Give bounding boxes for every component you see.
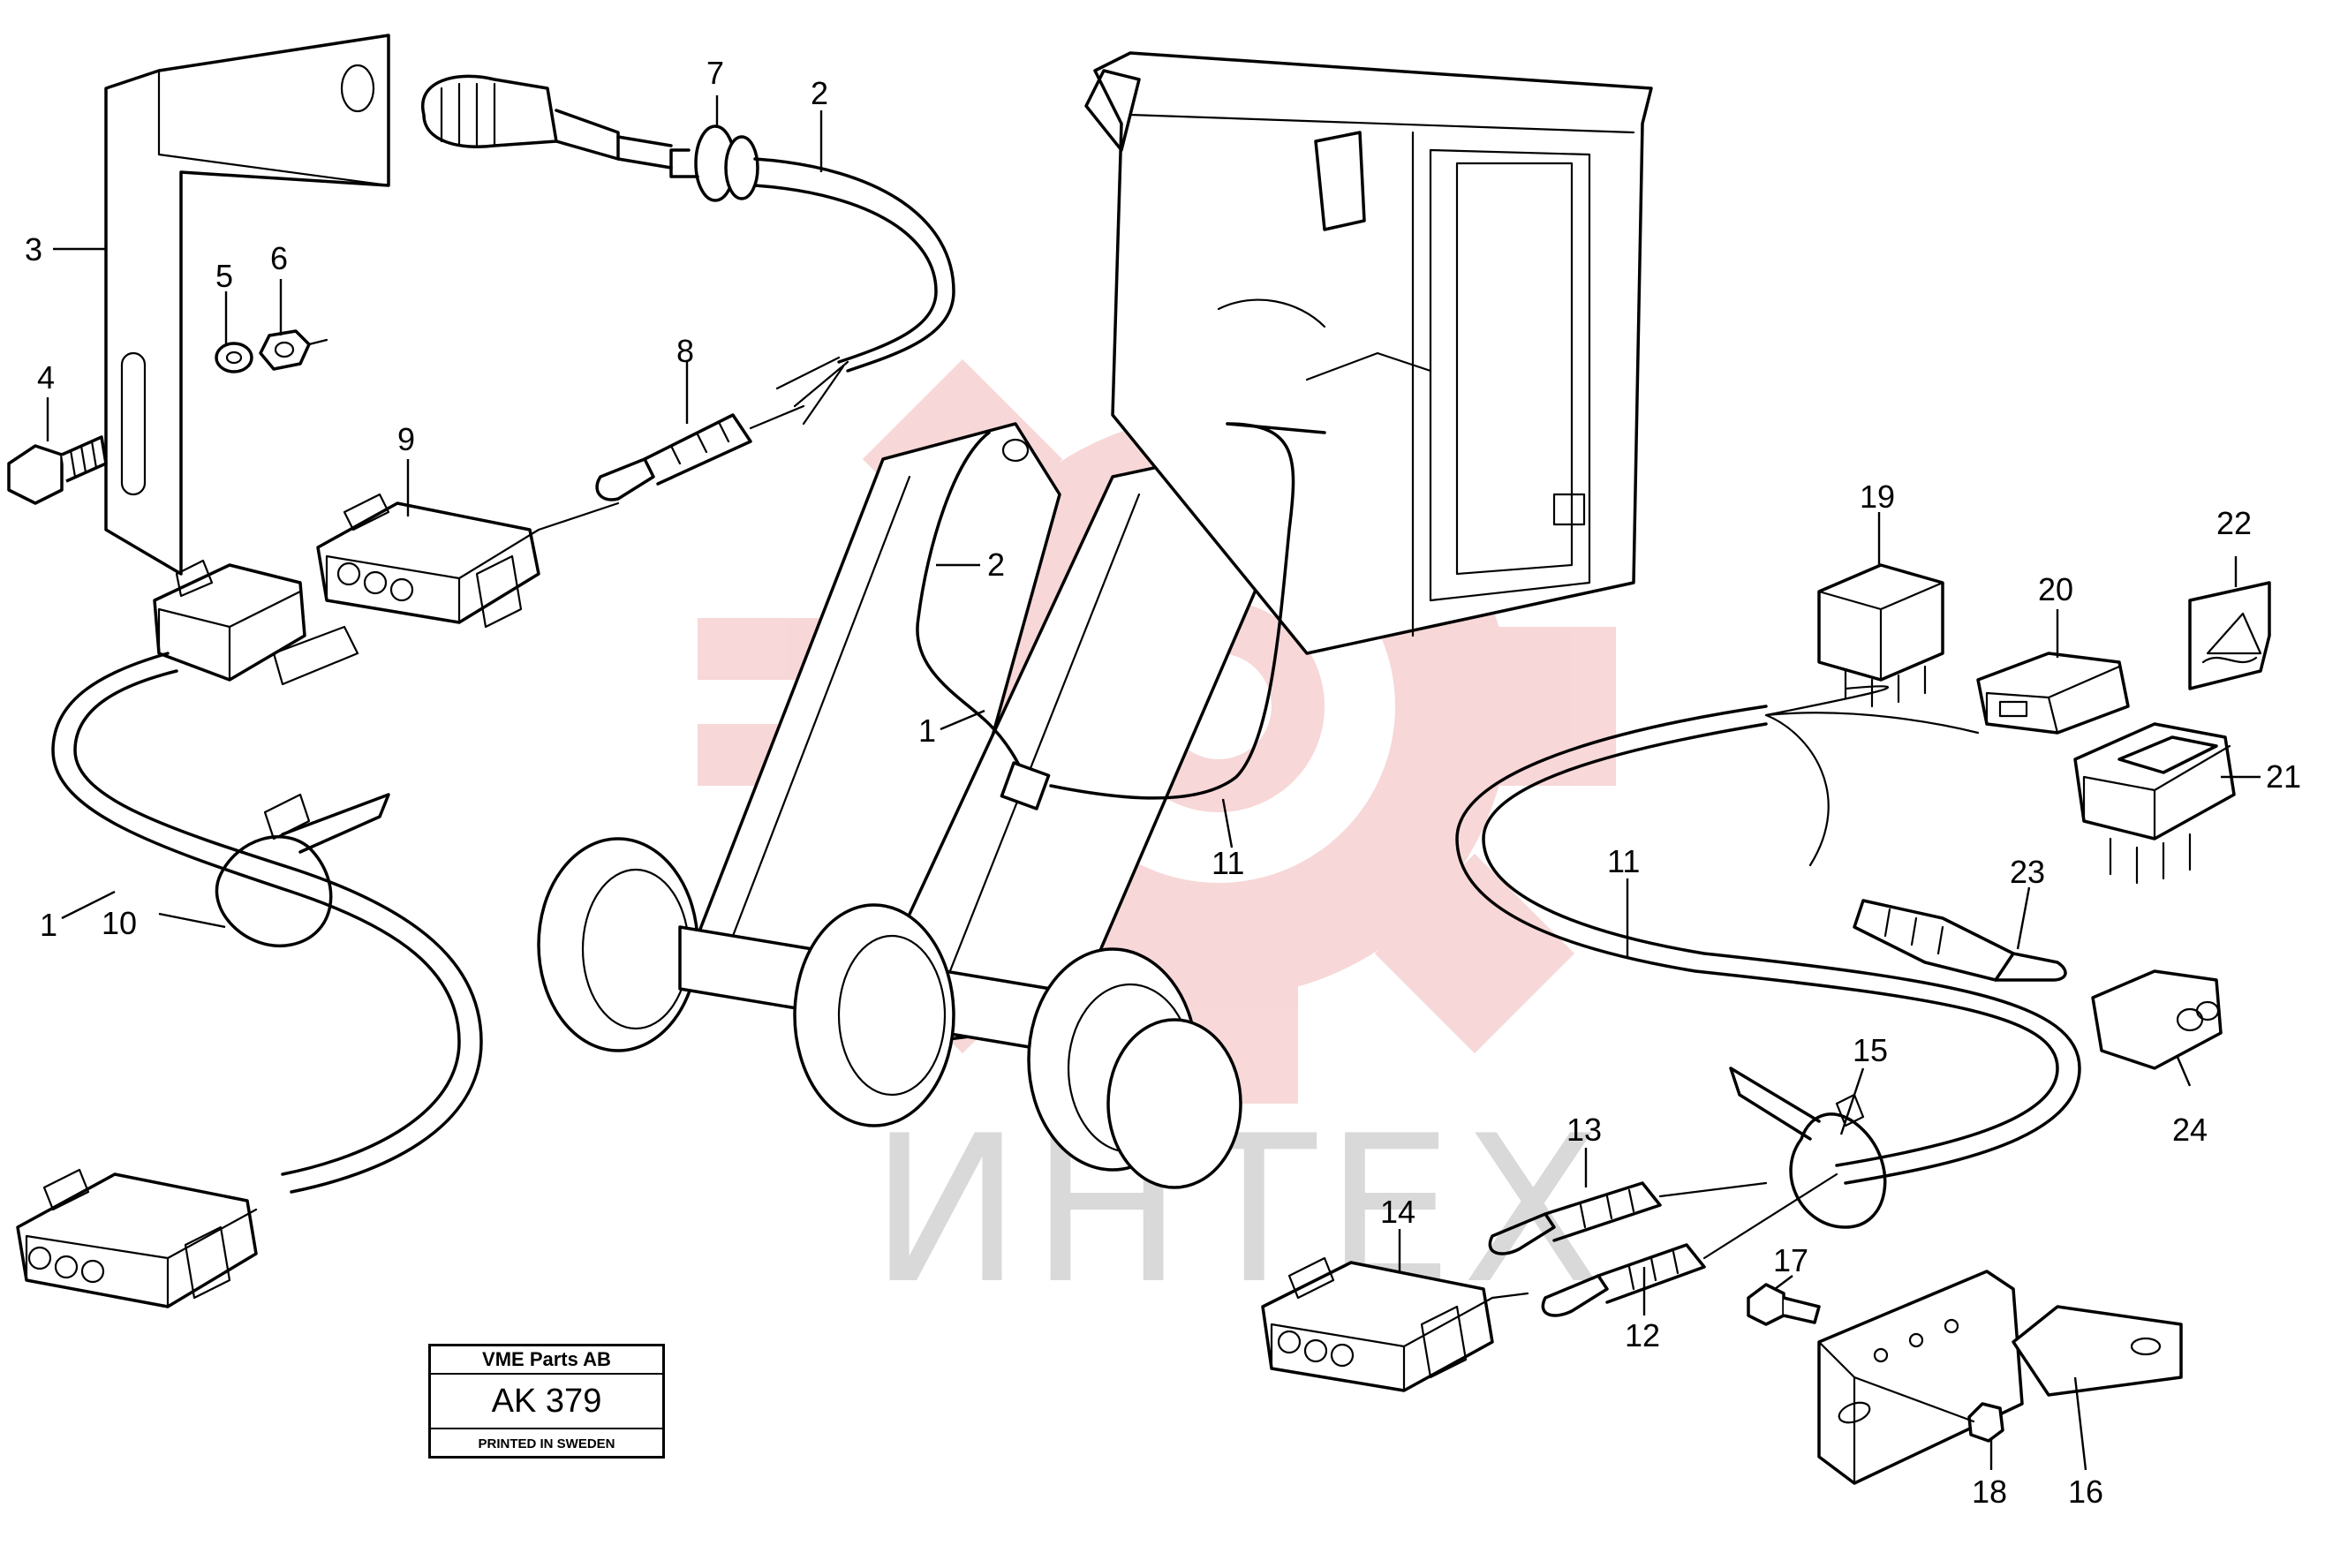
callout-3: 3 <box>25 231 42 268</box>
callout-2a: 2 <box>811 75 828 111</box>
stamp-printed: PRINTED IN SWEDEN <box>478 1436 615 1451</box>
warning-label-part-22 <box>2188 581 2271 690</box>
callout-8: 8 <box>676 333 694 369</box>
plug-part-20 <box>1976 652 2130 735</box>
connector-part-14 <box>1261 1256 1529 1392</box>
leader-lines <box>46 95 2261 1471</box>
nut-part-18 <box>1853 1376 2004 1443</box>
cable-part-2 <box>753 157 955 426</box>
callout-13: 13 <box>1566 1112 1602 1148</box>
watermark-text: ИНТЕХ <box>870 1093 1610 1329</box>
relay-part-19 <box>1817 563 1944 708</box>
terminal-part-8 <box>595 404 805 501</box>
switch-part-21 <box>2073 722 2236 885</box>
callout-9: 9 <box>397 421 415 457</box>
callout-5: 5 <box>215 258 233 294</box>
bracket-part-16 <box>1817 1270 2183 1485</box>
cab <box>1084 51 1653 655</box>
callout-19: 19 <box>1860 479 1895 515</box>
callout-12: 12 <box>1625 1317 1660 1353</box>
callout-1a: 1 <box>918 712 936 749</box>
callout-20: 20 <box>2038 571 2073 607</box>
callout-15: 15 <box>1853 1032 1888 1068</box>
callout-18: 18 <box>1972 1474 2007 1510</box>
harness-part-1 <box>51 652 483 1194</box>
socket-part-24 <box>2091 969 2223 1070</box>
screw-part-17 <box>1747 1283 1821 1326</box>
callout-1b: 1 <box>40 907 57 943</box>
connector-upper-left <box>153 559 359 686</box>
callout-22: 22 <box>2216 505 2252 541</box>
callout-14: 14 <box>1380 1194 1415 1230</box>
terminal-part-12 <box>1541 1172 1838 1317</box>
washer-part-5 <box>215 342 253 373</box>
cable-tie-part-10 <box>215 793 390 948</box>
terminal-part-13 <box>1488 1181 1768 1255</box>
callouts: 1 1 2 2 3 4 5 6 7 8 9 10 11 11 12 13 14 … <box>25 55 2301 1510</box>
callout-2b: 2 <box>987 547 1005 583</box>
callout-6: 6 <box>270 240 288 276</box>
harness-part-11 <box>1455 685 2081 1185</box>
connector-lower-left <box>16 1168 258 1308</box>
grommet-part-7 <box>669 124 759 202</box>
nut-part-6 <box>259 329 328 371</box>
bolt-part-4 <box>7 435 108 505</box>
bracket-part-3 <box>104 34 390 576</box>
stamp-company: VME Parts AB <box>431 1346 662 1375</box>
terminal-part-23 <box>1853 899 2067 982</box>
sensor-part <box>420 74 673 170</box>
callout-11a: 11 <box>1212 845 1244 881</box>
cable-tie-part-15 <box>1729 1067 1887 1229</box>
callout-24: 24 <box>2172 1112 2208 1148</box>
callout-17: 17 <box>1773 1242 1808 1278</box>
callout-4: 4 <box>37 359 55 396</box>
stamp-code: AK 379 <box>431 1375 662 1429</box>
callout-11b: 11 <box>1607 843 1640 879</box>
connector-part-9 <box>316 493 620 629</box>
machine-harness <box>916 422 1326 810</box>
title-stamp: VME Parts AB AK 379 PRINTED IN SWEDEN <box>428 1344 665 1459</box>
callout-16: 16 <box>2068 1474 2103 1510</box>
callout-10: 10 <box>102 905 137 941</box>
callout-7: 7 <box>706 55 724 91</box>
callout-23: 23 <box>2010 854 2045 890</box>
callout-21: 21 <box>2266 758 2301 795</box>
